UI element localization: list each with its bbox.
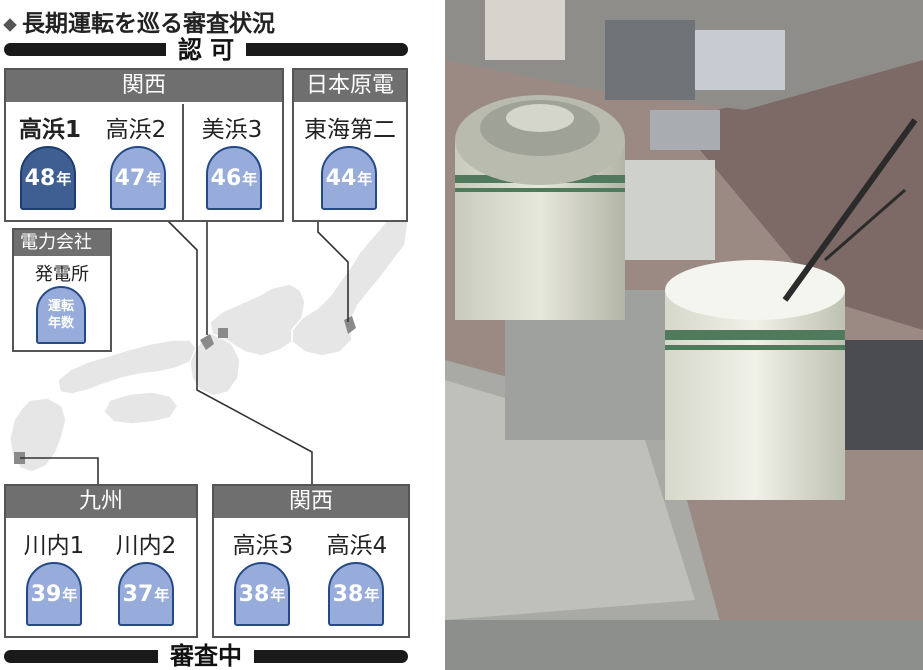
leader-line-sendai xyxy=(20,457,99,484)
plant-name-mihama3: 美浜3 xyxy=(201,117,263,143)
cube-icon xyxy=(3,17,17,32)
age-value: 47 xyxy=(114,165,146,191)
age-unit: 年 xyxy=(270,585,286,604)
tokai-site-marker xyxy=(344,316,356,334)
plant-name-takahama2: 高浜2 xyxy=(105,117,167,143)
legend-company: 電力会社 xyxy=(14,230,110,256)
plant-name-takahama4: 高浜4 xyxy=(326,533,388,559)
group-header: 関西 xyxy=(6,70,282,102)
age-value: 48 xyxy=(24,165,56,191)
page-title-text: 長期運転を巡る審査状況 xyxy=(22,11,275,37)
sendai-site-marker xyxy=(14,452,25,464)
japan-map xyxy=(9,211,409,484)
group-header: 日本原電 xyxy=(294,70,406,102)
age-unit: 年 xyxy=(242,169,258,188)
plant-name-tokai2: 東海第二 xyxy=(304,117,396,143)
power-plant-photo xyxy=(445,0,923,670)
age-unit: 年 xyxy=(364,585,380,604)
age-unit: 年 xyxy=(146,169,162,188)
age-value: 38 xyxy=(332,581,364,607)
age-value: 38 xyxy=(238,581,270,607)
mihama-site-marker xyxy=(218,328,228,338)
legend-badge: 運転 年数 xyxy=(36,286,86,344)
leader-line-takahama34 xyxy=(196,342,313,484)
legend-box: 電力会社 発電所 運転 年数 xyxy=(12,228,112,352)
plant-name-takahama3: 高浜3 xyxy=(232,533,294,559)
group-header: 関西 xyxy=(214,486,408,518)
age-unit: 年 xyxy=(62,585,78,604)
under-review-label: 審査中 xyxy=(158,642,254,670)
plant-name-takahama1: 高浜1 xyxy=(18,117,81,143)
age-value: 37 xyxy=(122,581,154,607)
age-unit: 年 xyxy=(56,169,72,188)
approved-label: 認 可 xyxy=(165,36,247,64)
plant-name-sendai2: 川内2 xyxy=(115,533,177,559)
leader-line-tokai2 xyxy=(317,218,349,322)
page-title: 長期運転を巡る審査状況 xyxy=(3,4,275,38)
legend-badge-line1: 運転 xyxy=(47,299,74,314)
group-header: 九州 xyxy=(6,486,196,518)
age-unit: 年 xyxy=(357,169,373,188)
age-value: 46 xyxy=(210,165,242,191)
takahama-site-marker xyxy=(200,334,214,350)
legend-plant: 発電所 xyxy=(35,264,89,285)
leader-line-takahama12 xyxy=(164,217,198,342)
age-unit: 年 xyxy=(154,585,170,604)
legend-badge-line2: 年数 xyxy=(47,316,74,331)
plant-name-sendai1: 川内1 xyxy=(23,533,85,559)
age-value: 44 xyxy=(325,165,357,191)
age-value: 39 xyxy=(30,581,62,607)
plant-illustration xyxy=(445,0,923,670)
group-divider xyxy=(182,104,184,220)
